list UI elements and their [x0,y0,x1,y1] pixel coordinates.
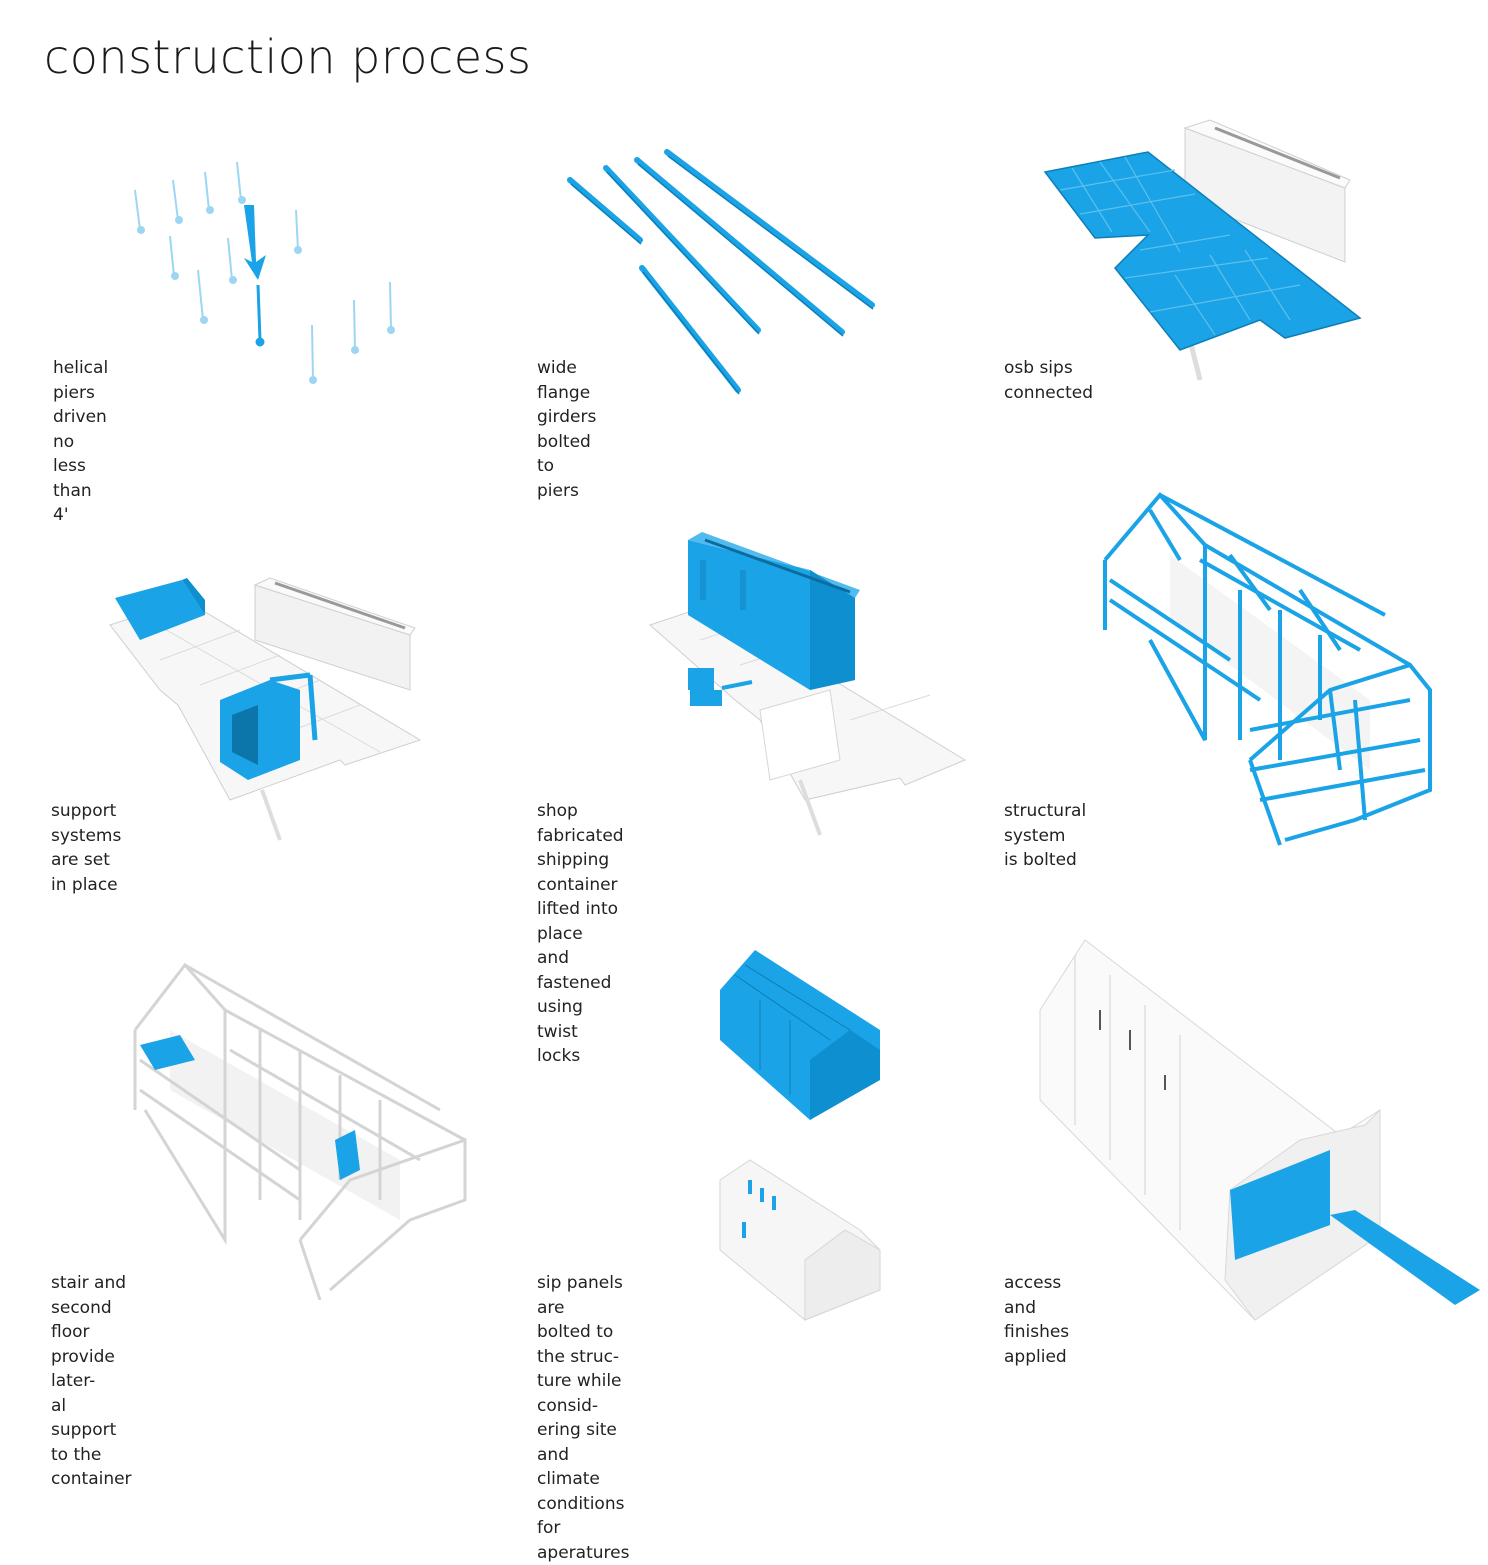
helical-piers-illustration [134,161,395,384]
step-7-caption: stair and second floor provide later- al… [51,1273,132,1489]
osb-sips-illustration [1043,119,1362,381]
step-3-caption: osb sips connected [1004,358,1094,403]
step-5-caption: shop fabricated shipping container lifte… [537,801,624,1066]
support-systems-illustration [109,577,422,841]
step-4-caption: support systems are set in place [51,801,122,895]
shipping-container-illustration [649,532,967,836]
stair-second-floor-illustration [133,962,467,1300]
step-2-caption: wide flange girders bolted to piers [537,358,597,501]
girders-illustration [567,149,875,395]
access-finishes-illustration [1039,939,1480,1321]
sip-panels-illustration [719,950,881,1321]
step-9-caption: access and finishes applied [1004,1273,1070,1367]
step-1-caption: helical piers driven no less than 4' [53,358,109,525]
step-6-caption: structural system is bolted [1004,801,1087,870]
structural-system-illustration [1103,491,1432,846]
page-title: construction process [44,30,532,84]
